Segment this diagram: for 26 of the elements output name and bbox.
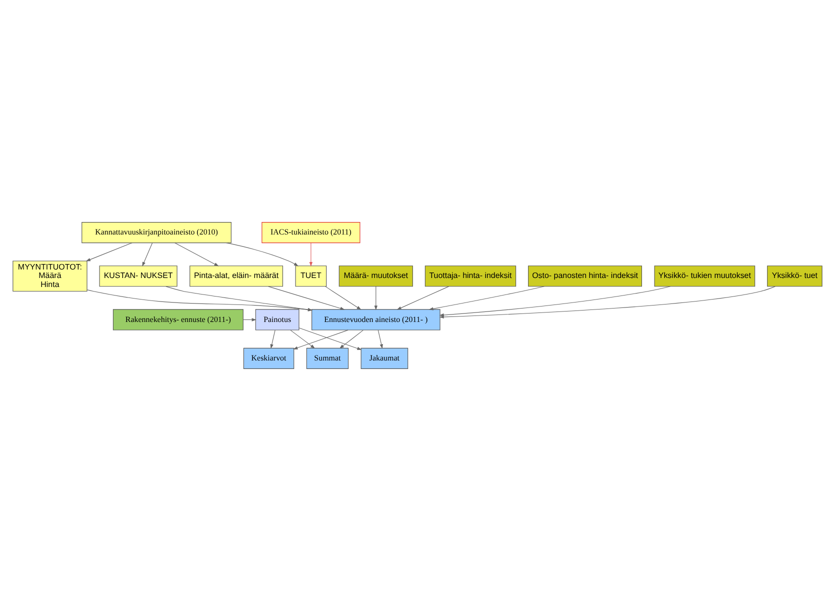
arrow: [396, 286, 450, 310]
node-box: Rakennekehitys- ennuste (2011-): [112, 308, 244, 330]
arrow: [268, 286, 345, 310]
arrow: [293, 329, 348, 349]
arrow: [270, 329, 276, 348]
arrow: [142, 242, 153, 266]
arrow: [439, 286, 776, 318]
node-box: Ennustevuoden aineisto (2011- ): [312, 308, 440, 330]
arrow: [374, 286, 378, 310]
node-box: IACS-tukiaineisto (2011): [262, 222, 360, 243]
arrow: [378, 329, 383, 348]
arrow: [339, 329, 364, 348]
node-box: Summat: [306, 347, 349, 368]
node-box: Painotus: [255, 308, 300, 330]
arrow: [174, 242, 219, 266]
node-box: Jakaumat: [360, 347, 408, 368]
node-box: Keskiarvot: [243, 347, 294, 368]
arrow: [325, 286, 362, 310]
arrow: [226, 242, 298, 266]
arrow: [309, 242, 313, 266]
arrow: [439, 286, 671, 316]
arrow: [298, 327, 362, 350]
node-box: Kannattavuuskirjanpitoaineisto (2010): [82, 222, 232, 243]
arrow: [86, 242, 132, 261]
arrow: [290, 329, 316, 348]
arrow: [428, 286, 545, 310]
